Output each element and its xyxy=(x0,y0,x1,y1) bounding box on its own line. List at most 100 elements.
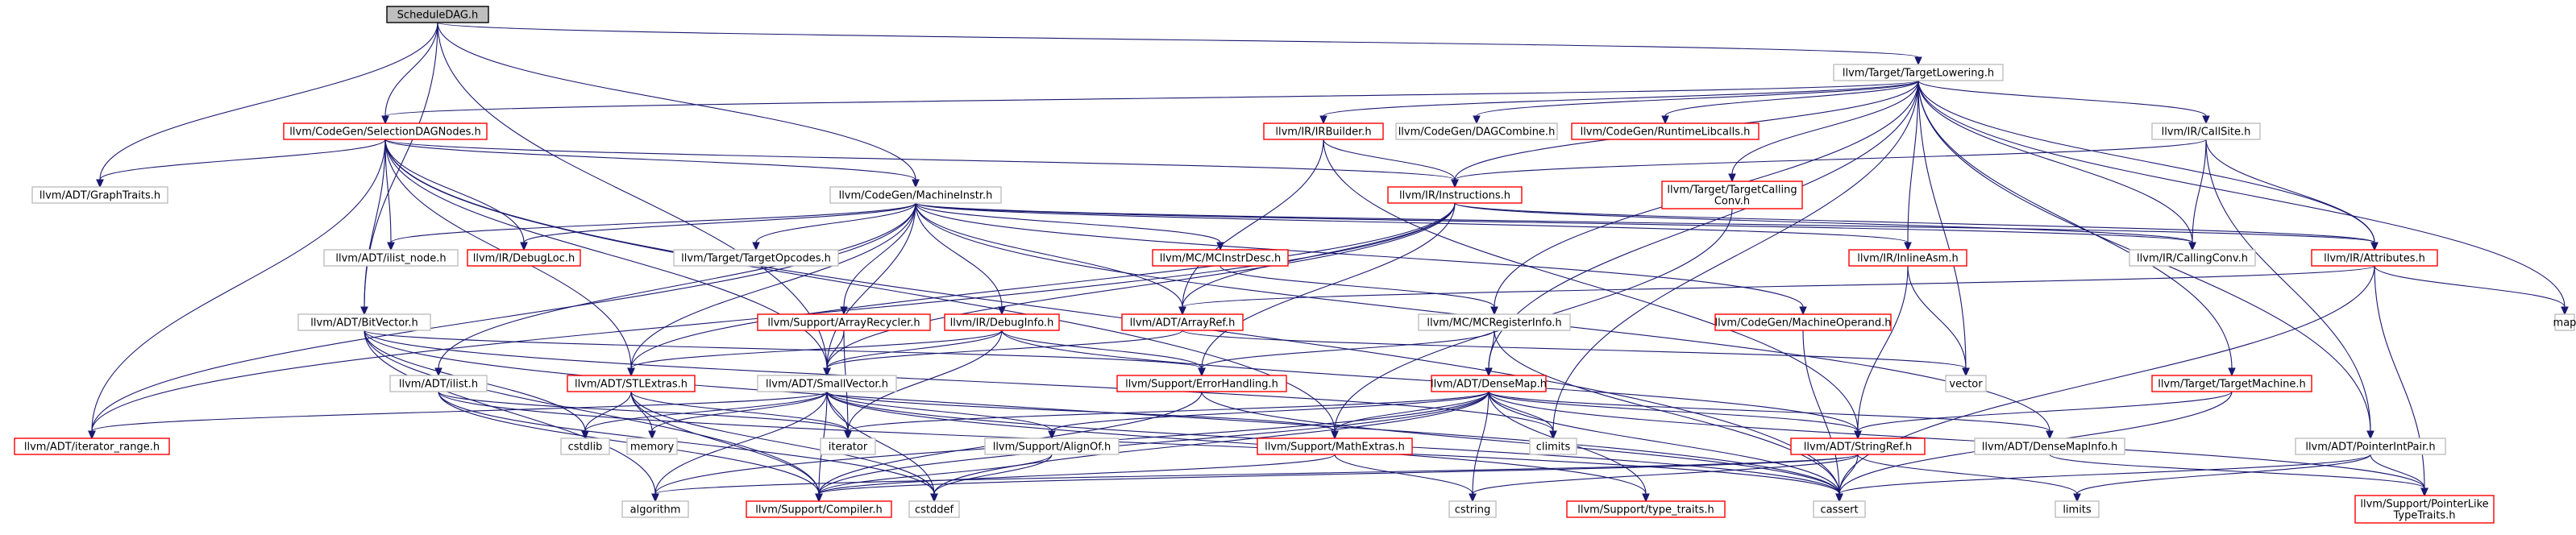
node-llvm-codegen-runtimelibcalls-h[interactable]: llvm/CodeGen/RuntimeLibcalls.h xyxy=(1571,122,1760,140)
edge-line xyxy=(651,391,828,432)
node-label: llvm/ADT/STLExtras.h xyxy=(575,379,688,391)
edge-arrowhead xyxy=(1490,306,1498,316)
node-llvm-support-type-traits-h[interactable]: llvm/Support/type_traits.h xyxy=(1566,500,1726,518)
node-llvm-ir-attributes-h[interactable]: llvm/IR/Attributes.h xyxy=(2311,249,2438,267)
edge-arrowhead xyxy=(930,493,938,503)
include-edge xyxy=(381,80,1919,125)
edge-line xyxy=(1839,454,2371,495)
node-llvm-adt-iterator-range-h[interactable]: llvm/ADT/iterator_range.h xyxy=(14,438,170,455)
node-llvm-codegen-selectiondagnodes-h[interactable]: llvm/CodeGen/SelectionDAGNodes.h xyxy=(283,122,488,140)
node-llvm-adt-stringref-h[interactable]: llvm/ADT/StringRef.h xyxy=(1790,438,1926,455)
edge-line xyxy=(437,22,828,369)
node-llvm-adt-pointerintpair-h: llvm/ADT/PointerIntPair.h xyxy=(2295,438,2446,455)
node-box xyxy=(757,375,897,392)
node-label: llvm/IR/CallingConv.h xyxy=(2137,253,2248,265)
include-edge xyxy=(915,202,1912,251)
edge-line xyxy=(826,391,1336,432)
include-edge xyxy=(2188,139,2207,251)
edge-arrowhead xyxy=(1661,115,1669,125)
edge-line xyxy=(826,330,1183,369)
edge-line xyxy=(826,391,1647,495)
include-edge xyxy=(1904,80,1919,251)
edge-arrowhead xyxy=(520,242,528,251)
edge-line xyxy=(630,391,935,495)
include-edge xyxy=(1454,202,2196,251)
include-edge xyxy=(2049,454,2429,497)
edge-arrowhead xyxy=(627,367,635,377)
node-box xyxy=(757,313,931,331)
node-llvm-ir-debuginfo-h[interactable]: llvm/IR/DebugInfo.h xyxy=(944,313,1060,331)
include-edge xyxy=(1857,454,2081,503)
edge-line xyxy=(1917,80,2233,369)
edge-line xyxy=(364,139,386,308)
edge-arrowhead xyxy=(1485,367,1493,377)
node-llvm-codegen-machineoperand-h[interactable]: llvm/CodeGen/MachineOperand.h xyxy=(1714,313,1892,331)
node-label: llvm/Support/ErrorHandling.h xyxy=(1125,379,1278,391)
node-label: vector xyxy=(1949,379,1983,391)
edge-arrowhead xyxy=(96,179,104,189)
include-edge xyxy=(1048,391,1490,440)
edge-arrowhead xyxy=(387,242,395,251)
node-llvm-ir-instructions-h[interactable]: llvm/IR/Instructions.h xyxy=(1387,186,1523,204)
include-edge xyxy=(2205,139,2374,440)
edge-line xyxy=(915,202,1183,308)
node-scheduledag-h: ScheduleDAG.h xyxy=(386,6,489,23)
edge-line xyxy=(1802,330,1840,495)
node-llvm-support-mathextras-h[interactable]: llvm/Support/MathExtras.h xyxy=(1257,438,1413,455)
node-llvm-ir-irbuilder-h[interactable]: llvm/IR/IRBuilder.h xyxy=(1263,122,1384,140)
node-box xyxy=(1790,438,1926,455)
node-llvm-adt-stlextras-h[interactable]: llvm/ADT/STLExtras.h xyxy=(567,375,696,392)
node-llvm-support-errorhandling-h[interactable]: llvm/Support/ErrorHandling.h xyxy=(1116,375,1287,392)
edge-line xyxy=(384,80,1919,117)
node-box xyxy=(944,313,1060,331)
node-label: llvm/ADT/StringRef.h xyxy=(1804,442,1912,454)
edge-arrowhead xyxy=(648,430,656,440)
include-edge xyxy=(387,202,916,251)
include-edge xyxy=(364,330,1557,440)
edge-line xyxy=(438,391,935,495)
node-llvm-adt-ilist-node-h: llvm/ADT/ilist_node.h xyxy=(323,249,459,267)
edge-line xyxy=(630,202,916,369)
node-map: map xyxy=(2553,313,2576,331)
node-llvm-ir-inlineasm-h[interactable]: llvm/IR/InlineAsm.h xyxy=(1848,249,1967,267)
node-llvm-target-targetmachine-h[interactable]: llvm/Target/TargetMachine.h xyxy=(2151,375,2312,392)
edge-line xyxy=(2049,454,2425,489)
node-label: llvm/Support/PointerLike xyxy=(2360,499,2488,511)
edge-line xyxy=(1182,265,2375,308)
edge-line xyxy=(1857,391,2233,432)
edge-arrowhead xyxy=(1835,493,1843,503)
node-llvm-adt-arrayref-h[interactable]: llvm/ADT/ArrayRef.h xyxy=(1121,313,1244,331)
node-layer: ScheduleDAG.hllvm/Target/TargetLowering.… xyxy=(14,6,2576,524)
node-llvm-adt-densemap-h[interactable]: llvm/ADT/DenseMap.h xyxy=(1431,375,1547,392)
edge-line xyxy=(818,454,1053,495)
node-cstring: cstring xyxy=(1448,500,1497,518)
node-box xyxy=(984,438,1120,455)
edge-line xyxy=(1917,80,1967,369)
edge-line xyxy=(91,202,916,432)
edge-line xyxy=(437,22,916,180)
include-edge xyxy=(1451,139,2207,189)
edge-arrowhead xyxy=(1854,430,1862,440)
node-llvm-support-compiler-h[interactable]: llvm/Support/Compiler.h xyxy=(746,500,892,518)
node-llvm-mc-mcinstrdesc-h[interactable]: llvm/MC/MCInstrDesc.h xyxy=(1152,249,1289,267)
node-label: llvm/Support/AlignOf.h xyxy=(993,442,1111,454)
include-edge xyxy=(384,139,1339,440)
node-box xyxy=(567,375,696,392)
node-box xyxy=(1813,500,1866,518)
edge-line xyxy=(1488,391,1554,432)
include-edge xyxy=(1488,391,1557,440)
edge-arrowhead xyxy=(844,430,852,440)
node-llvm-support-arrayrecycler-h[interactable]: llvm/Support/ArrayRecycler.h xyxy=(757,313,931,331)
edge-line xyxy=(755,202,916,243)
node-box xyxy=(323,249,459,267)
include-edge xyxy=(823,330,1183,377)
include-edge xyxy=(2374,265,2569,316)
edge-arrowhead xyxy=(1048,430,1056,440)
node-box xyxy=(2151,122,2261,140)
node-label: llvm/IR/Attributes.h xyxy=(2324,253,2425,265)
node-llvm-ir-debugloc-h[interactable]: llvm/IR/DebugLoc.h xyxy=(467,249,581,267)
node-box xyxy=(1661,180,1803,209)
edge-arrowhead xyxy=(2228,367,2236,377)
